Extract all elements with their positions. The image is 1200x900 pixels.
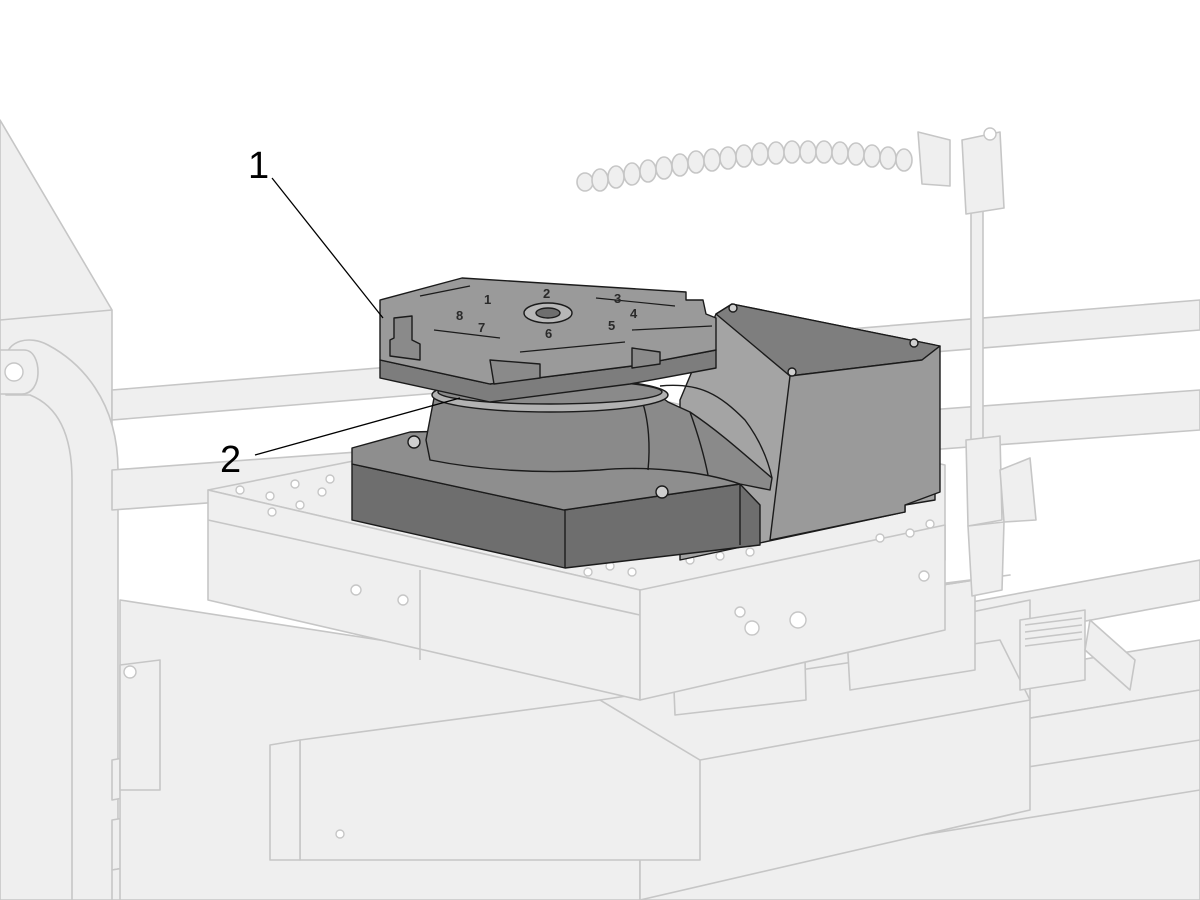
callout-1-label: 1: [248, 145, 269, 187]
plate-number-6: 6: [545, 326, 552, 341]
plate-number-7: 7: [478, 320, 485, 335]
callout-1: 1: [248, 145, 384, 319]
coolant-hose: [576, 140, 913, 192]
carriage-slide-end: [269, 739, 301, 861]
base-plate-screw: [655, 485, 669, 499]
plate-number-2: 2: [543, 286, 550, 301]
table-clamp-front: [489, 359, 541, 385]
side-bracket: [119, 659, 161, 791]
callout-2-leader: [254, 397, 461, 456]
coolant-stand-screw: [983, 127, 997, 141]
worktable-side: [639, 524, 946, 701]
coolant-valve: [917, 131, 951, 187]
table-clamp-right: [631, 347, 661, 369]
callout-2-label: 2: [220, 439, 241, 481]
gearbox-housing-front: [769, 345, 941, 541]
coolant-base: [967, 521, 1005, 597]
base-plate-screw: [407, 435, 421, 449]
left-enclosure-edge: [0, 309, 113, 321]
table-center-bore: [535, 307, 561, 319]
table-t-slots: [419, 285, 713, 353]
gearbox-screw: [728, 303, 738, 313]
gear-teeth: [1024, 617, 1083, 647]
plate-number-3: 3: [614, 291, 621, 306]
gear-guard: [1084, 619, 1136, 691]
coolant-stand-clamp: [961, 131, 1005, 215]
left-pipe-end: [4, 362, 24, 382]
worktable-edge: [207, 519, 641, 616]
callout-2: 2: [220, 397, 461, 481]
plate-number-5: 5: [608, 318, 615, 333]
plate-number-4: 4: [630, 306, 638, 321]
cable-line: [659, 384, 773, 479]
plate-number-1: 1: [484, 292, 491, 307]
gearbox-screw: [787, 367, 797, 377]
left-pipe: [5, 339, 119, 900]
rotary-table-assembly: 1 2 3 4 5 6 7 8: [351, 277, 941, 569]
coolant-stand-rod: [970, 204, 984, 456]
table-clamp-left: [389, 315, 421, 361]
coolant-wing-nut: [999, 457, 1037, 523]
rotary-body-contour-2: [689, 411, 709, 476]
carriage-hole: [335, 829, 345, 839]
plate-number-8: 8: [456, 308, 463, 323]
gearbox-screw: [909, 338, 919, 348]
side-bracket-hole: [123, 665, 137, 679]
table-position-numbers: 1 2 3 4 5 6 7 8: [456, 286, 638, 341]
coolant-fitting: [965, 435, 1003, 527]
callout-1-leader: [271, 177, 384, 319]
